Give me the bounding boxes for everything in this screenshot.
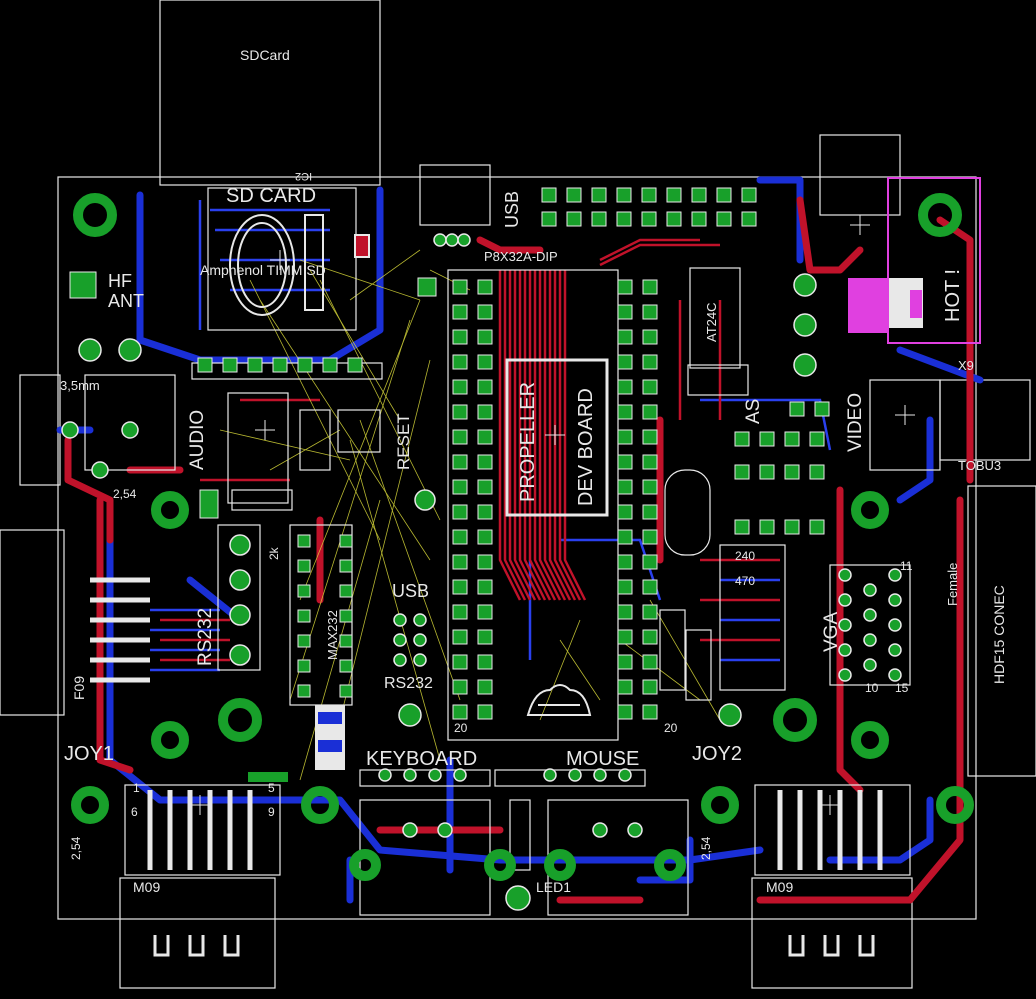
sd-card-label: SD CARD — [226, 185, 317, 207]
joy1-label: JOY1 — [64, 743, 115, 765]
vga-label: VGA — [821, 611, 842, 652]
keyboard-label: KEYBOARD — [366, 748, 478, 770]
pin-20-label: 20 — [454, 721, 468, 735]
res-240-label: 240 — [735, 549, 756, 563]
res-2k-label: 2k — [267, 547, 281, 560]
female-label: Female — [945, 562, 960, 606]
tobu3-label: TOBU3 — [958, 458, 1002, 473]
mounting-holes — [71, 193, 974, 881]
joy2-label: JOY2 — [692, 743, 743, 765]
at24c-label: AT24C — [704, 302, 719, 343]
hot-warning-label: HOT ! — [942, 269, 964, 322]
propeller-label: PROPELLER — [517, 381, 539, 502]
usb-top-label: USB — [502, 190, 522, 228]
pitch-label-b: 2,54 — [69, 836, 83, 860]
voltage-regulator — [848, 177, 981, 344]
bottom-copper-thin — [150, 200, 832, 672]
pin-5-label: 5 — [268, 781, 275, 795]
square-pads — [69, 271, 830, 698]
top-copper-thin — [160, 238, 780, 662]
amphenol-label: Amphenol TIMM SD — [200, 262, 326, 278]
led1-label: LED1 — [536, 879, 572, 895]
p8x32a-label: P8X32A-DIP — [484, 249, 558, 264]
usb-mid-label: USB — [392, 581, 430, 601]
res-470-label: 470 — [735, 574, 756, 588]
component-fills — [248, 278, 923, 782]
top-copper-layer — [64, 196, 974, 904]
jack-size-label: 3,5mm — [60, 378, 100, 393]
dip-pads — [452, 279, 658, 720]
reset-label: RESET — [394, 413, 413, 470]
dev-board-label: DEV BOARD — [575, 388, 597, 506]
propeller-logo — [526, 684, 592, 716]
pin-20b-label: 20 — [664, 721, 678, 735]
rs232-small-label: RS232 — [384, 675, 433, 692]
db9-pins — [90, 577, 883, 870]
video-label: VIDEO — [845, 392, 866, 452]
pin-1-label: 1 — [133, 781, 140, 795]
m09-left-label: M09 — [133, 879, 161, 895]
pitch-label-c: 2,54 — [699, 836, 713, 860]
pin-10-label: 10 — [865, 681, 879, 695]
pin-11-label: 11 — [900, 559, 913, 573]
mouse-label: MOUSE — [566, 748, 640, 770]
round-pads — [61, 233, 902, 911]
pitch-label-a: 2,54 — [113, 487, 137, 501]
hdf15-label: HDF15 CONEC — [991, 585, 1007, 684]
ant-label: ANT — [108, 291, 144, 311]
m09-right-label: M09 — [766, 879, 794, 895]
pin-6-label: 6 — [131, 805, 138, 819]
ratsnest-airwires — [219, 249, 721, 781]
as-label: AS — [743, 398, 764, 424]
rs232-label: RS232 — [195, 607, 216, 666]
audio-label: AUDIO — [187, 409, 208, 470]
pin-9-label: 9 — [268, 805, 275, 819]
hf-label: HF — [108, 271, 132, 291]
sdcard-label: SDCard — [240, 47, 290, 63]
crosshair-markers — [190, 215, 915, 815]
max232-label: MAX232 — [325, 610, 340, 660]
sd-socket-art — [229, 214, 370, 316]
db-shells — [153, 935, 875, 957]
pin-15-label: 15 — [895, 681, 909, 695]
header-pads — [541, 187, 757, 227]
ic2-label: IC2 — [295, 170, 313, 182]
f09-label: F09 — [71, 675, 87, 700]
x9-label: X9 — [958, 358, 974, 373]
